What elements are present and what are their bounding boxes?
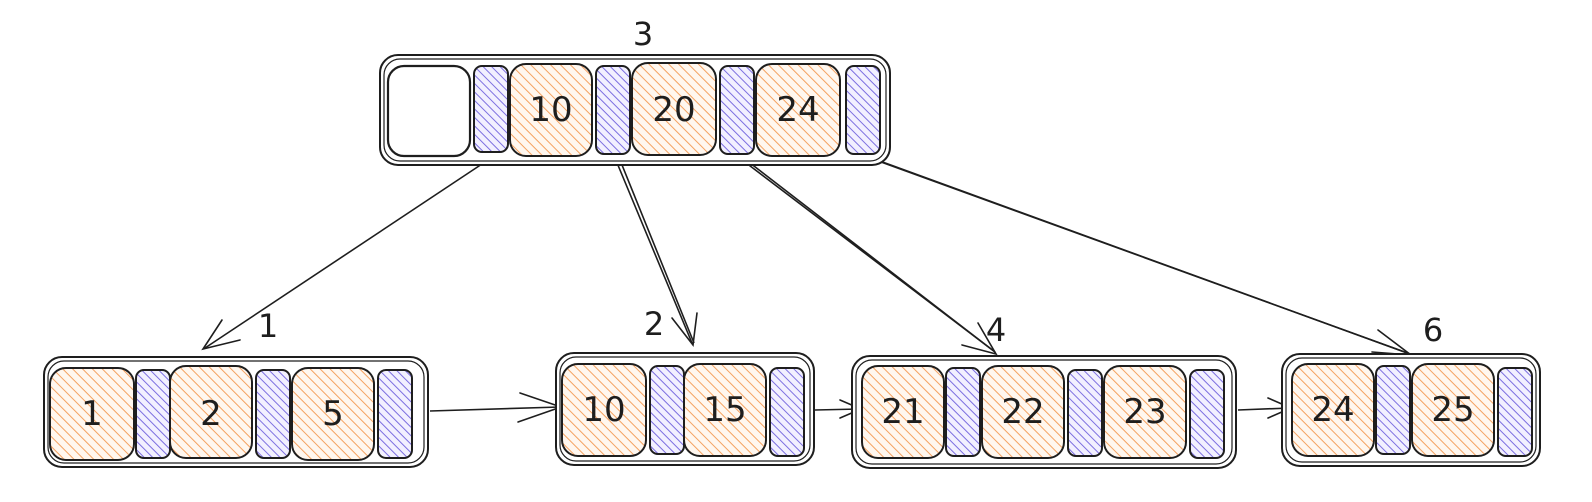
root-pointer-cell-3 <box>845 65 881 155</box>
root-node-outline-inner <box>383 58 887 162</box>
leaf-1-key-0: 1 <box>81 394 103 434</box>
leaf-4-key-1: 22 <box>1001 392 1044 432</box>
leaf-1-pointer-cell-1 <box>255 369 291 459</box>
leaf-2-key-0: 10 <box>582 390 625 430</box>
leaf-4-key-cell-0 <box>861 365 945 459</box>
root-page-label: 3 <box>633 15 653 53</box>
leaf-2-pointer-cell-0 <box>649 365 685 455</box>
leaf-1-key-1: 2 <box>200 394 222 434</box>
arrowhead-leaf-4 <box>961 322 998 356</box>
leaf-node-4: 4 21 22 23 <box>851 311 1237 469</box>
leaf-4-pointer-cell-1 <box>1067 369 1103 457</box>
leaf-2-key-1: 15 <box>703 390 746 430</box>
root-key-cell-2 <box>755 63 841 157</box>
root-empty-cell <box>386 64 472 158</box>
root-pointer-cell-2 <box>719 65 755 155</box>
leaf-node-6: 6 24 25 <box>1281 311 1541 467</box>
leaf-4-key-cell-1 <box>981 365 1065 459</box>
leaf-4-key-0: 21 <box>881 392 924 432</box>
leaf-6-page-label: 6 <box>1423 311 1443 349</box>
arrowhead-leaf-2 <box>671 312 698 348</box>
edge-root-to-leaf-4-b <box>740 155 996 353</box>
leaf-1-page-label: 1 <box>258 307 278 345</box>
root-key-cell-0 <box>509 63 593 157</box>
leaf-4-key-2: 23 <box>1123 392 1166 432</box>
leaf-6-key-1: 25 <box>1431 390 1474 430</box>
leaf-1-outline-inner <box>47 360 425 464</box>
leaf-1-key-2: 5 <box>322 394 344 434</box>
leaf-1-pointer-cell-2 <box>377 369 413 459</box>
leaf-6-outline-inner <box>1285 357 1537 463</box>
leaf-1-key-cell-1 <box>169 365 253 459</box>
edge-root-to-leaf-1 <box>204 159 489 349</box>
leaf-4-pointer-cell-2 <box>1189 369 1225 459</box>
edge-leaf-1-to-leaf-2 <box>429 406 561 412</box>
leaf-2-key-cell-1 <box>683 363 767 457</box>
leaf-4-outline-inner <box>855 359 1233 465</box>
leaf-1-key-cell-0 <box>49 367 135 461</box>
root-pointer-cell-1 <box>595 65 631 155</box>
leaf-2-key-cell-0 <box>561 363 647 457</box>
leaf-6-pointer-cell-1 <box>1497 367 1533 457</box>
leaf-1-key-cell-2 <box>291 367 375 461</box>
leaf-node-2: 2 10 15 <box>555 305 815 466</box>
edge-root-to-leaf-2 <box>614 157 693 344</box>
leaf-6-key-cell-0 <box>1291 363 1375 457</box>
edge-root-to-leaf-2-b <box>619 159 695 344</box>
leaf-2-page-label: 2 <box>644 305 664 343</box>
root-key-cell-1 <box>631 62 717 156</box>
root-key-2: 24 <box>776 90 819 130</box>
leaf-6-key-0: 24 <box>1311 390 1354 430</box>
leaf-2-pointer-cell-1 <box>769 367 805 457</box>
root-node: 3 10 20 24 <box>379 15 891 166</box>
leaf-6-key-cell-1 <box>1411 363 1495 457</box>
edge-root-to-leaf-6-b <box>869 157 1411 355</box>
arrowhead-leaf-1 <box>201 319 241 351</box>
leaf-4-pointer-cell-0 <box>945 367 981 457</box>
leaf-4-page-label: 4 <box>986 311 1006 349</box>
leaf-node-1: 1 1 2 5 <box>43 307 429 468</box>
leaf-4-key-cell-2 <box>1103 365 1187 459</box>
root-key-0: 10 <box>529 90 572 130</box>
leaf-6-pointer-cell-0 <box>1375 365 1411 455</box>
leaf-1-pointer-cell-0 <box>135 369 171 459</box>
root-pointer-cell-0 <box>473 65 509 153</box>
leaf-2-outline-inner <box>559 356 811 462</box>
root-key-1: 20 <box>652 90 695 130</box>
